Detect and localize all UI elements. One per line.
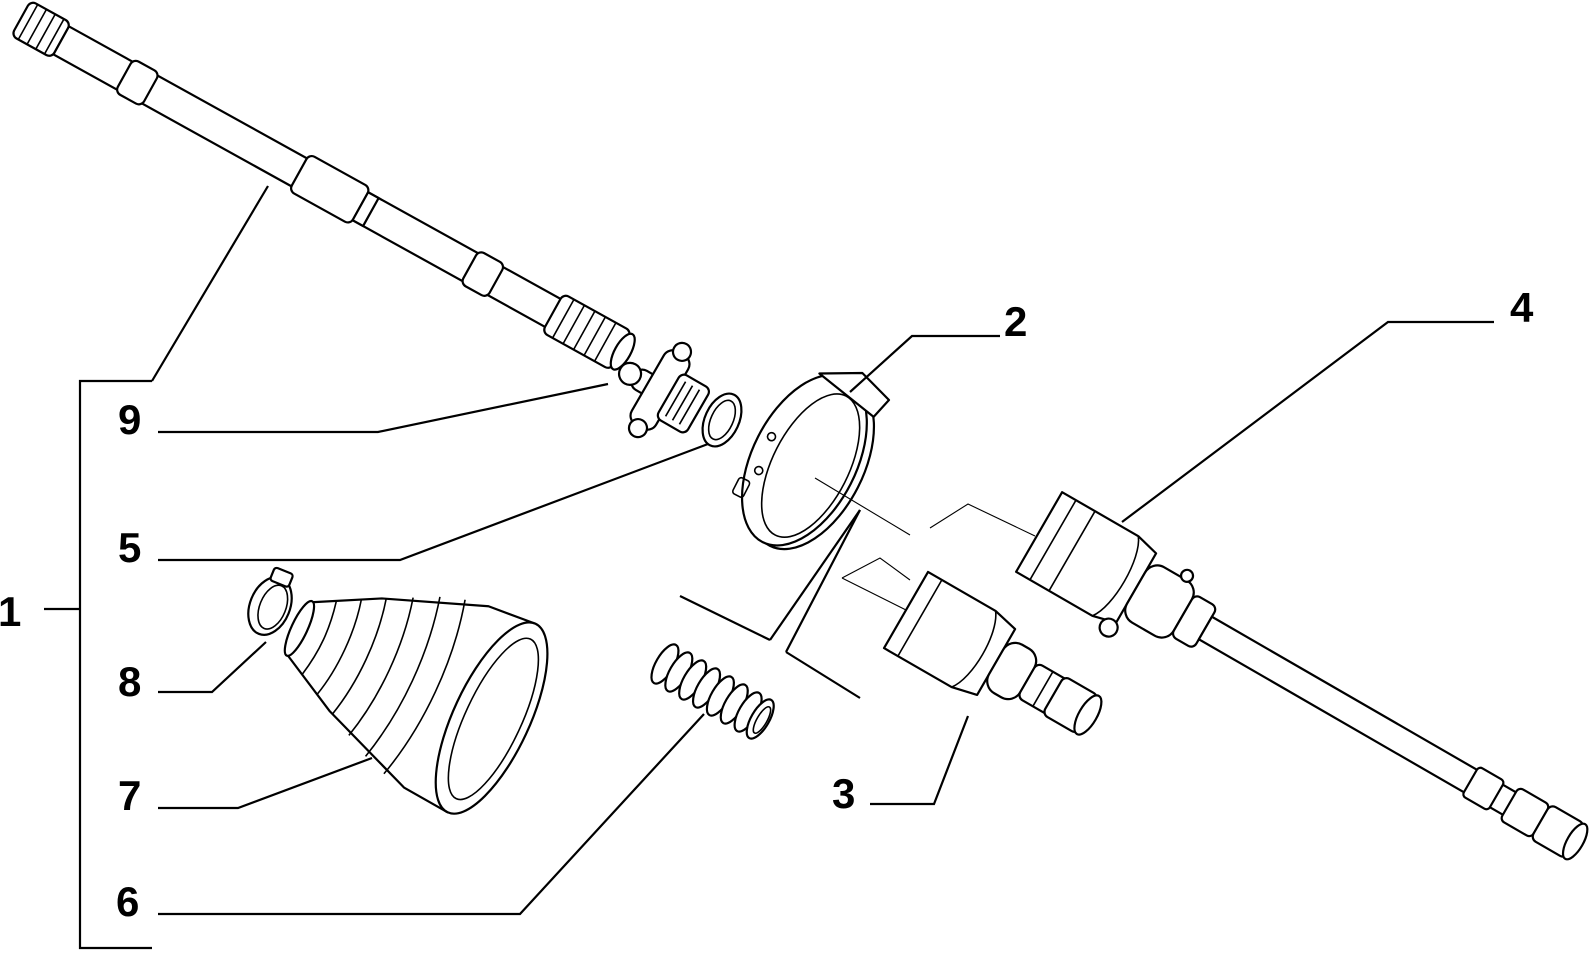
leader-lines xyxy=(44,185,1494,950)
callout-6: 6 xyxy=(116,878,139,925)
inner-joint-housing xyxy=(882,570,1103,736)
callout-1: 1 xyxy=(0,588,21,635)
boot-retaining-ring xyxy=(731,371,891,551)
callout-7: 7 xyxy=(118,772,141,819)
assembly-bracket xyxy=(78,379,152,950)
snap-ring xyxy=(701,392,743,448)
callout-9: 9 xyxy=(118,396,141,443)
callout-5: 5 xyxy=(118,524,141,571)
callout-3: 3 xyxy=(832,770,855,817)
protective-boot xyxy=(283,596,549,815)
tripod-spider xyxy=(617,341,711,439)
callout-2: 2 xyxy=(1004,298,1027,345)
spring xyxy=(650,643,775,740)
main-shaft xyxy=(12,1,636,371)
outer-joint-shaft xyxy=(1015,491,1589,861)
callout-4: 4 xyxy=(1510,284,1534,331)
boot-clamp xyxy=(247,566,294,636)
callout-8: 8 xyxy=(118,658,141,705)
assembly-axis-lines xyxy=(814,477,1036,611)
callout-labels: 1 2 3 4 5 6 7 8 9 xyxy=(0,284,1534,925)
